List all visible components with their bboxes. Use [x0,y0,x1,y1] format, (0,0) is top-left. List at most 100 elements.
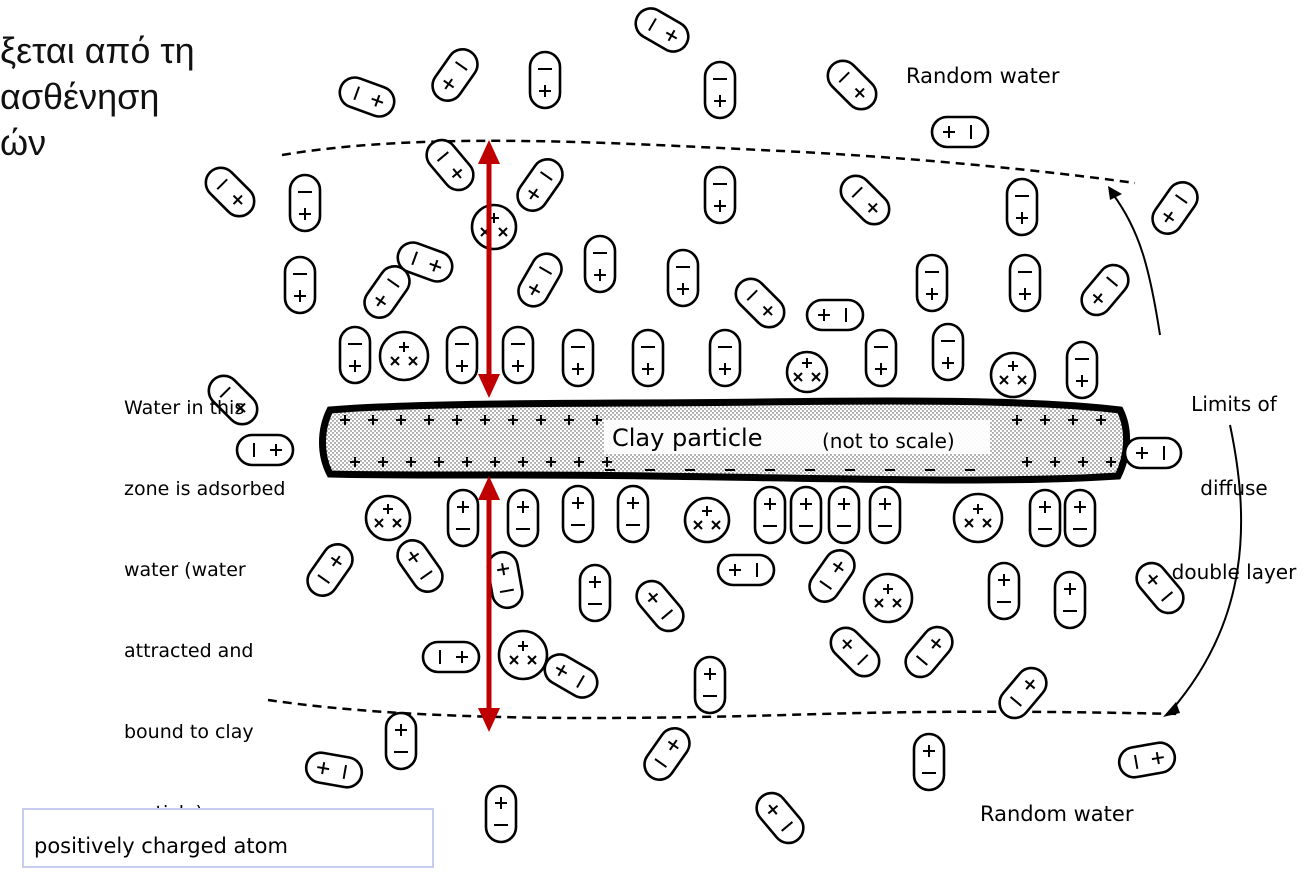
clay-particle-label: Clay particle [612,424,762,452]
water-molecule [583,234,617,294]
water-molecule [827,485,861,545]
water-molecule [805,298,865,332]
cation [364,494,412,542]
water-molecule [1053,570,1087,630]
water-molecule [915,253,949,313]
cation [378,330,430,382]
adsorbed-line-5: bound to clay [124,721,254,743]
upper-limit-dashed-line [281,139,1136,185]
limits-pointer-up [1111,192,1161,336]
water-molecule [708,328,742,388]
adsorbed-line-2: zone is adsorbed [124,478,286,500]
water-molecule [304,751,364,789]
water-molecule [912,732,946,792]
water-molecule [643,727,691,781]
water-molecule [235,433,295,467]
clay-surface-charges [340,415,1116,471]
lower-arrow-head-top [478,476,500,500]
cation [785,350,829,394]
diagram-canvas: Clay particle (not to scale) [204,7,1243,845]
water-molecule [693,655,727,715]
water-molecule [207,374,259,426]
adsorbed-line-4: attracted and [124,640,254,662]
cation [683,496,731,544]
water-molecule [446,488,480,548]
water-molecule [703,165,737,225]
water-molecule [543,653,599,699]
water-molecule [306,543,354,597]
adsorbed-water-annotation: Water in this zone is adsorbed water (wa… [124,341,285,881]
legend-box: positively charged atom [22,808,434,868]
legend-text: positively charged atom [34,834,288,858]
water-molecule [484,784,518,844]
upper-arrow-head-bottom [478,374,500,398]
water-molecule [425,138,475,192]
water-molecules-layer [204,7,1199,845]
limits-annotation: Limits of diffuse double layer [1155,334,1313,642]
slide-text-line-3: ών [0,122,47,163]
upper-arrow-head-top [478,140,500,164]
random-water-top-label: Random water [906,64,1060,88]
water-molecule [431,48,479,102]
random-water-bottom-label: Random water [980,802,1134,826]
not-to-scale-label: (not to scale) [822,429,955,453]
water-molecule [1135,561,1185,615]
cation [989,351,1037,399]
water-molecule [363,265,411,319]
water-molecule [734,277,786,329]
water-molecule [931,322,965,382]
water-molecule [421,640,481,674]
slide-text-fragment: ξεται από τη ασθένηση ών [0,0,195,218]
limits-pointer-up-head [1108,186,1122,200]
water-molecule [1065,340,1099,400]
slide-text-line-1: ξεται από τη [0,30,195,71]
water-molecule [1028,488,1062,548]
water-molecule [288,173,322,233]
water-molecule [987,561,1021,621]
cation [952,492,1004,544]
water-molecule [396,539,444,593]
water-molecule [561,484,595,544]
water-molecule [1008,253,1042,313]
water-molecule [516,158,564,212]
water-molecule [338,325,372,385]
water-molecule [396,241,454,283]
water-molecule [283,255,317,315]
water-molecule [631,328,665,388]
water-molecule [904,625,954,679]
water-molecule [486,550,524,610]
limits-line-1: Limits of [1191,392,1277,416]
water-molecule [1005,177,1039,237]
limits-pointer-down-head [1163,702,1180,717]
limits-line-3: double layer [1171,560,1297,584]
cation [862,572,914,624]
limits-pointer-down [1169,424,1243,713]
water-molecule [703,60,737,120]
limits-line-2: diffuse [1200,476,1268,500]
water-molecule [789,485,823,545]
cation [470,203,518,251]
water-molecule [1080,263,1130,317]
water-molecule [716,553,776,587]
water-molecule [930,115,990,149]
water-molecule [445,325,479,385]
water-molecule [864,328,898,388]
water-molecule [501,325,535,385]
water-molecule [528,50,562,110]
water-molecule [204,166,256,218]
adsorbed-line-1: Water in this [124,397,245,419]
water-molecule [1123,436,1183,470]
water-molecule [506,488,540,548]
water-molecule [808,549,856,603]
water-molecule [666,248,700,308]
water-molecule [338,76,396,118]
water-molecule [868,485,902,545]
adsorbed-water-arrows [478,140,500,732]
water-molecule [384,711,418,771]
lower-arrow-head-bottom [478,708,500,732]
water-molecule [634,7,690,53]
adsorbed-line-3: water (water [124,559,246,581]
lower-limit-dashed-line [267,698,1181,720]
water-molecule [753,485,787,545]
